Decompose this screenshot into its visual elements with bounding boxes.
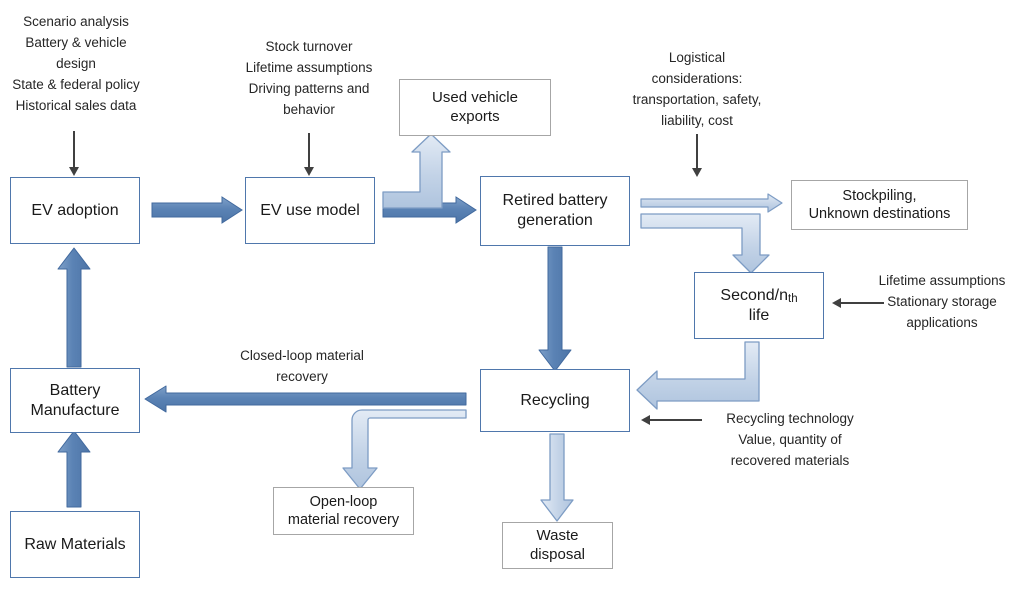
arrow-recycling-to-battery-manufacture xyxy=(144,385,467,413)
note-ev-adoption-inputs: Scenario analysis Battery & vehicle desi… xyxy=(12,14,140,113)
node-recycling-label: Recycling xyxy=(520,391,590,409)
node-battery-manufacture-line1: Battery xyxy=(49,381,101,399)
node-used-vehicle-exports-line1: Used vehicle xyxy=(432,88,518,106)
node-stockpiling-line2: Unknown destinations xyxy=(808,206,951,222)
node-waste-disposal[interactable]: Waste disposal xyxy=(502,522,613,569)
node-recycling[interactable]: Recycling xyxy=(480,369,630,432)
node-used-vehicle-exports[interactable]: Used vehicle exports xyxy=(399,79,551,136)
arrow-second-life-to-recycling xyxy=(636,341,760,410)
arrow-recycling-to-waste-disposal xyxy=(540,433,574,522)
node-ev-adoption[interactable]: EV adoption xyxy=(10,177,140,244)
input-arrow-ev-adoption-head xyxy=(69,167,79,176)
arrow-retired-battery-to-second-life xyxy=(640,213,770,274)
node-open-loop-line2: material recovery xyxy=(287,512,400,528)
arrow-retired-battery-to-recycling xyxy=(538,246,572,372)
input-arrow-ev-use-head xyxy=(304,167,314,176)
node-stockpiling-line1: Stockpiling, xyxy=(842,187,917,204)
node-second-life-superscript: th xyxy=(788,292,798,305)
node-second-life-line1: Second/n xyxy=(720,286,788,304)
arrow-ev-use-model-to-retired-battery xyxy=(382,196,477,224)
node-ev-adoption-label: EV adoption xyxy=(31,201,119,219)
arrow-ev-use-model-to-used-vehicle-exports xyxy=(382,133,451,209)
arrow-raw-materials-to-battery-manufacture xyxy=(57,430,91,508)
node-waste-disposal-line1: Waste xyxy=(536,526,579,544)
input-arrow-logistics-head xyxy=(692,168,702,177)
node-retired-battery-generation[interactable]: Retired battery generation xyxy=(480,176,630,246)
node-stockpiling[interactable]: Stockpiling, Unknown destinations xyxy=(791,180,968,230)
input-arrow-logistics-line xyxy=(696,134,698,172)
input-arrow-ev-adoption-line xyxy=(73,131,75,171)
input-arrow-recycling-line xyxy=(650,419,702,421)
note-closed-loop-label: Closed-loop material recovery xyxy=(240,348,364,384)
node-used-vehicle-exports-line2: exports xyxy=(450,107,500,125)
input-arrow-recycling-head xyxy=(641,415,650,425)
node-ev-use-model[interactable]: EV use model xyxy=(245,177,375,244)
node-waste-disposal-line2: disposal xyxy=(529,545,586,563)
node-battery-manufacture[interactable]: Battery Manufacture xyxy=(10,368,140,433)
note-ev-use-inputs: Stock turnover Lifetime assumptions Driv… xyxy=(245,39,373,117)
node-open-loop-material-recovery[interactable]: Open-loop material recovery xyxy=(273,487,414,535)
input-arrow-second-life-line xyxy=(840,302,884,304)
note-recycling-inputs: Recycling technology Value, quantity of … xyxy=(726,411,854,468)
note-second-life-inputs: Lifetime assumptions Stationary storage … xyxy=(878,273,1006,330)
node-retired-battery-line1: Retired battery xyxy=(502,192,608,209)
node-second-life-line2: life xyxy=(748,306,770,324)
input-arrow-second-life-head xyxy=(832,298,841,308)
node-second-life[interactable]: Second/nth life xyxy=(694,272,824,339)
arrow-ev-adoption-to-ev-use-model xyxy=(151,196,243,224)
node-retired-battery-line2: generation xyxy=(517,212,593,229)
node-raw-materials[interactable]: Raw Materials xyxy=(10,511,140,578)
arrow-retired-battery-to-stockpiling xyxy=(640,193,783,213)
node-open-loop-line1: Open-loop xyxy=(309,493,378,510)
node-battery-manufacture-line2: Manufacture xyxy=(30,401,120,419)
input-arrow-ev-use-line xyxy=(308,133,310,171)
node-ev-use-model-label: EV use model xyxy=(260,201,360,219)
arrow-battery-manufacture-to-ev-adoption xyxy=(57,247,91,368)
note-logistics-inputs: Logistical considerations: transportatio… xyxy=(632,50,762,128)
node-raw-materials-label: Raw Materials xyxy=(24,535,126,553)
arrow-recycling-to-open-loop xyxy=(342,409,467,490)
